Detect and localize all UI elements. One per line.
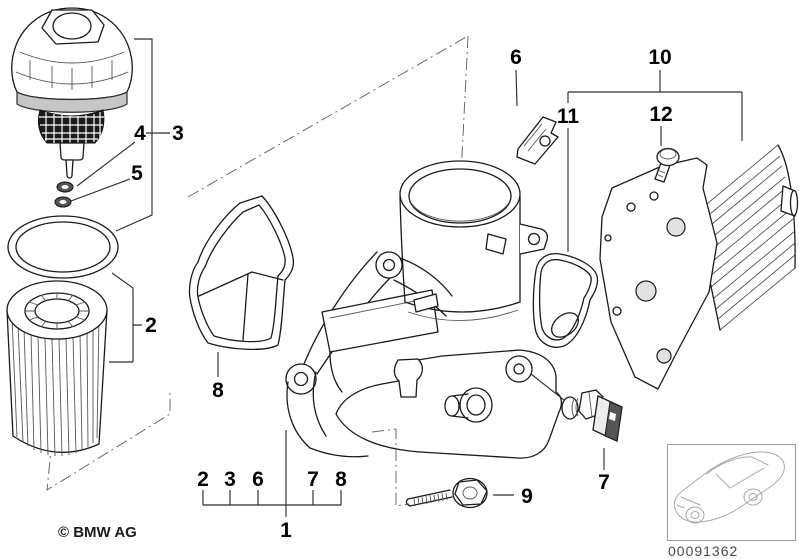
oil-cooler-gasket	[532, 252, 599, 348]
car-thumbnail-box	[667, 444, 796, 541]
callout-11: 11	[557, 105, 580, 128]
oil-filter-element	[6, 280, 108, 457]
housing-gasket	[188, 195, 295, 351]
callout-9: 9	[521, 485, 533, 508]
copyright-notice: © BMW AG	[58, 524, 137, 541]
callout-8: 8	[212, 379, 224, 402]
oil-pressure-switch	[530, 373, 623, 442]
callout-1: 1	[280, 519, 292, 542]
hex-bolt	[371, 428, 488, 509]
callout-6: 6	[510, 46, 522, 69]
legend-item-3: 3	[224, 468, 236, 491]
screw-plug-bolt	[654, 147, 680, 183]
callout-12: 12	[649, 103, 672, 126]
image-number: 00091362	[668, 543, 738, 559]
car-thumbnail	[673, 451, 785, 524]
o-ring	[7, 215, 119, 279]
callout-10: 10	[648, 46, 671, 69]
oil-cooler	[599, 144, 799, 390]
callout-2: 2	[145, 314, 157, 337]
legend-item-6: 6	[252, 468, 264, 491]
callout-3: 3	[172, 122, 184, 145]
callout-4: 4	[134, 122, 146, 145]
callout-5: 5	[131, 162, 143, 185]
legend-item-8: 8	[335, 468, 347, 491]
sealing-washer-upper	[56, 181, 74, 193]
filter-cartridge-basket	[38, 109, 105, 179]
sealing-washer-lower	[54, 196, 72, 208]
callout-7: 7	[598, 471, 610, 494]
legend-item-7: 7	[307, 468, 319, 491]
legend-item-2: 2	[197, 468, 209, 491]
alignment-axis-lines	[46, 35, 469, 491]
legend-bracket	[202, 430, 342, 517]
leader-lines	[70, 38, 743, 496]
filter-cover-cap	[11, 7, 133, 113]
filter-housing-assembly	[285, 160, 563, 459]
retaining-clip	[516, 116, 559, 165]
